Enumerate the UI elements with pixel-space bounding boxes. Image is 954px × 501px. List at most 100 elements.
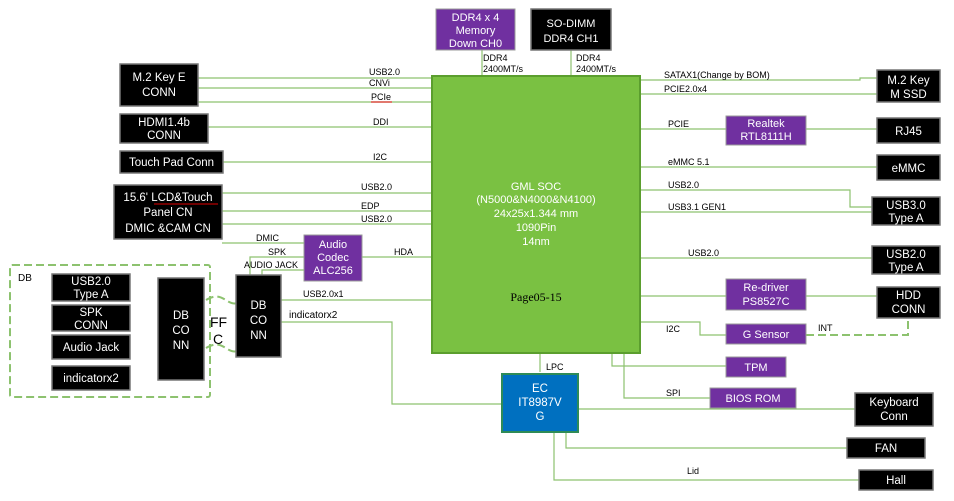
db-conn-mb-line-3: NN bbox=[250, 330, 267, 342]
db-spk-block: SPK CONN bbox=[51, 304, 131, 332]
sata-signal: SATAX1(Change by BOM) bbox=[664, 70, 770, 80]
fan-label: FAN bbox=[875, 443, 897, 455]
lcd-usb-signal-a: USB2.0 bbox=[361, 182, 392, 192]
memory-bus-a-line-2: 2400MT/s bbox=[483, 64, 524, 74]
soc-package: 24x25x1.344 mm bbox=[494, 208, 578, 220]
ffc-label-1: FF bbox=[210, 314, 227, 330]
db-usb-block: USB2.0 Type A bbox=[51, 273, 131, 302]
keyboard-line-2: Conn bbox=[880, 411, 908, 423]
rj45-block: RJ45 bbox=[876, 117, 941, 144]
usb2-line-2: Type A bbox=[888, 262, 923, 274]
touchpad-i2c-signal: I2C bbox=[373, 152, 388, 162]
gsensor-i2c-signal: I2C bbox=[666, 324, 681, 334]
lcd-edp-signal: EDP bbox=[361, 201, 380, 211]
realtek-block: Realtek RTL8111H bbox=[725, 115, 807, 146]
indicator-signal: indicatorx2 bbox=[289, 310, 338, 321]
usb3-usb2-signal: USB2.0 bbox=[668, 180, 699, 190]
ec-line-1: EC bbox=[532, 383, 548, 395]
soc-block: GML SOC (N5000&N4000&N4100) 24x25x1.344 … bbox=[431, 75, 641, 354]
sodimm-line-2: DDR4 CH1 bbox=[543, 33, 598, 45]
hda-signal: HDA bbox=[394, 247, 413, 257]
ec-line-3: G bbox=[536, 411, 545, 423]
db-conn-mb-line-1: DB bbox=[251, 300, 267, 312]
codec-line-3: ALC256 bbox=[313, 265, 353, 277]
db-conn-db-line-3: NN bbox=[173, 340, 190, 352]
rj45-label: RJ45 bbox=[895, 126, 922, 138]
tpm-label: TPM bbox=[744, 362, 767, 374]
redriver-line-2: PS8527C bbox=[742, 296, 789, 308]
db-audio-jack-block: Audio Jack bbox=[51, 334, 131, 360]
connection-lines bbox=[198, 50, 909, 481]
pcie2x4-signal: PCIE2.0x4 bbox=[664, 84, 707, 94]
dmic-signal: DMIC bbox=[256, 233, 279, 243]
keyboard-conn-block: Keyboard Conn bbox=[854, 392, 934, 427]
fan-block: FAN bbox=[846, 437, 926, 459]
soc-process: 14nm bbox=[522, 236, 550, 248]
db-conn-db-line-1: DB bbox=[173, 310, 189, 322]
lcd-line-1: 15.6' LCD&Touch bbox=[123, 192, 212, 204]
lcd-line-3: DMIC &CAM CN bbox=[125, 223, 211, 235]
bios-rom-block: BIOS ROM bbox=[709, 387, 797, 409]
ffc-bottom-curve bbox=[205, 343, 245, 353]
emmc-label: eMMC bbox=[892, 163, 926, 175]
codec-line-1: Audio bbox=[319, 239, 347, 251]
memory-down-line-1: DDR4 x 4 bbox=[452, 12, 500, 24]
realtek-line-1: Realtek bbox=[747, 118, 785, 130]
usb2-signal: USB2.0 bbox=[688, 248, 719, 258]
soc-title: GML SOC bbox=[511, 181, 561, 193]
m2-key-e-block: M.2 Key E CONN bbox=[119, 63, 199, 107]
redriver-line-1: Re-driver bbox=[743, 282, 789, 294]
soc-page-ref: Page05-15 bbox=[510, 290, 561, 304]
spi-signal: SPI bbox=[666, 388, 681, 398]
hall-block: Hall bbox=[858, 469, 934, 491]
memory-down-line-3: Down CH0 bbox=[449, 38, 502, 50]
gsensor-label: G Sensor bbox=[743, 329, 790, 341]
audio-jack-signal: AUDIO JACK bbox=[244, 260, 298, 270]
soc-pins: 1090Pin bbox=[516, 222, 556, 234]
memory-down-line-2: Memory bbox=[456, 25, 496, 37]
hdmi-block: HDMI1.4b CONN bbox=[119, 113, 209, 144]
hdd-line-2: CONN bbox=[892, 304, 926, 316]
lan-pcie-signal: PCIE bbox=[668, 119, 689, 129]
gsensor-int-signal: INT bbox=[818, 323, 833, 333]
m2-key-m-block: M.2 Key M SSD bbox=[876, 69, 941, 103]
memory-down-block: DDR4 x 4 Memory Down CH0 bbox=[435, 8, 516, 51]
db-conn-db-line-2: CO bbox=[172, 325, 189, 337]
touchpad-block: Touch Pad Conn bbox=[119, 150, 224, 174]
m2-key-m-line-2: M SSD bbox=[890, 89, 926, 101]
ffc-label-2: C bbox=[213, 331, 223, 347]
memory-bus-b-line-2: 2400MT/s bbox=[576, 64, 617, 74]
emmc-block: eMMC bbox=[876, 154, 941, 181]
db-usb-line-2: Type A bbox=[73, 289, 108, 301]
hdmi-line-1: HDMI1.4b bbox=[138, 117, 190, 129]
usb20x1-signal: USB2.0x1 bbox=[303, 289, 344, 299]
db-audio-jack-label: Audio Jack bbox=[63, 342, 120, 354]
usb31-signal: USB3.1 GEN1 bbox=[668, 202, 726, 212]
tpm-block: TPM bbox=[725, 356, 787, 378]
usb3-line-1: USB3.0 bbox=[886, 200, 926, 212]
ec-block: EC IT8987V G bbox=[501, 373, 579, 433]
realtek-line-2: RTL8111H bbox=[740, 131, 791, 143]
db-spk-line-1: SPK bbox=[79, 307, 102, 319]
lid-signal: Lid bbox=[687, 466, 699, 476]
keyboard-line-1: Keyboard bbox=[869, 397, 918, 409]
m2e-usb-signal: USB2.0 bbox=[369, 67, 400, 77]
ffc-top-curve bbox=[205, 295, 245, 305]
bios-rom-label: BIOS ROM bbox=[725, 393, 780, 405]
usb2-type-a-block: USB2.0 Type A bbox=[871, 245, 941, 275]
codec-line-2: Codec bbox=[317, 252, 349, 264]
ec-line-2: IT8987V bbox=[518, 397, 562, 409]
db-conn-mb-line-2: CO bbox=[250, 315, 267, 327]
hdmi-line-2: CONN bbox=[147, 130, 181, 142]
lcd-line-1b: LCD&Touch bbox=[151, 192, 212, 204]
sodimm-block: SO-DIMM DDR4 CH1 bbox=[530, 8, 612, 51]
m2-key-e-line-2: CONN bbox=[142, 87, 176, 99]
usb3-type-a-block: USB3.0 Type A bbox=[871, 196, 941, 226]
db-spk-line-2: CONN bbox=[74, 320, 108, 332]
sodimm-line-1: SO-DIMM bbox=[547, 18, 596, 30]
lcd-line-1a: 15.6' bbox=[123, 192, 151, 204]
redriver-block: Re-driver PS8527C bbox=[725, 278, 807, 311]
m2-key-m-line-1: M.2 Key bbox=[887, 75, 929, 87]
gsensor-block: G Sensor bbox=[725, 323, 807, 345]
hdmi-ddi-signal: DDI bbox=[373, 117, 389, 127]
